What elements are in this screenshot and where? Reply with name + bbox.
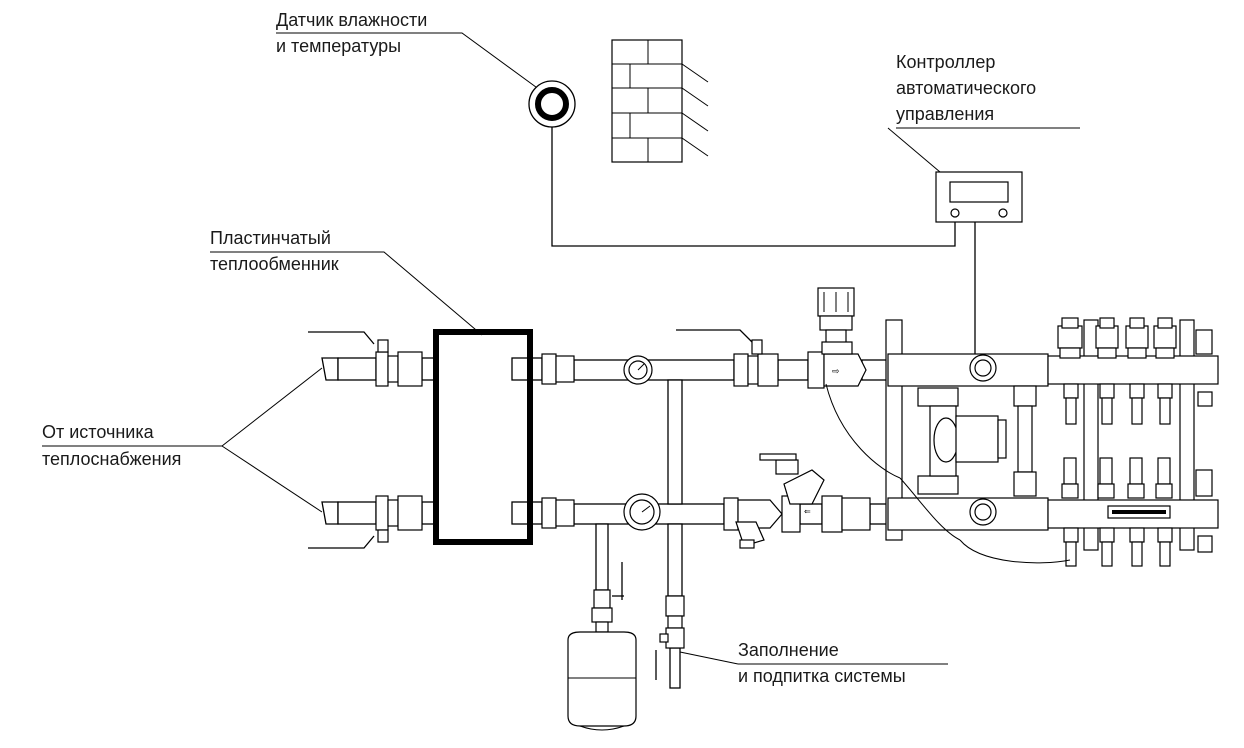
union-secondary-supply-icon [541, 353, 575, 385]
heat-exchanger-label-line1: Пластинчатый [210, 228, 331, 248]
controller-label-line2: автоматического [896, 78, 1036, 98]
strainer-valve-icon [723, 497, 783, 549]
capillary-sensor-line-2 [899, 477, 961, 541]
manifold-actuators [1057, 317, 1177, 359]
heat-exchanger-label-line2: теплообменник [210, 254, 339, 274]
thermometer-supply-icon [623, 355, 653, 385]
balancing-valve-icon: ⇐ [759, 453, 871, 533]
expansion-tank-icon [567, 562, 637, 731]
thermostatic-actuator-icon [817, 287, 855, 345]
filling-valve-icon [655, 595, 685, 680]
sensor-label: Датчик влажности и температуры [276, 10, 427, 56]
source-label-line2: теплоснабжения [42, 449, 181, 469]
three-way-valve-icon: ⇨ [807, 341, 867, 389]
ball-valve-source-return-icon [308, 495, 423, 549]
svg-text:⇨: ⇨ [832, 366, 840, 376]
controller-label-line1: Контроллер [896, 52, 995, 72]
pressure-gauge-return-icon [623, 493, 661, 531]
plate-heat-exchanger [433, 329, 533, 545]
humidity-temperature-sensor-icon [528, 80, 576, 128]
svg-text:⇐: ⇐ [804, 507, 811, 516]
union-secondary-return-icon [541, 497, 575, 529]
mixing-unit-icon [885, 317, 1219, 567]
brick-wall-icon [611, 39, 709, 163]
filling-label-line1: Заполнение [738, 640, 839, 660]
controller-label-line3: управления [896, 104, 994, 124]
sensor-cable [551, 127, 956, 247]
leader-lines [42, 32, 1080, 665]
controller-label: Контроллер автоматического управления [896, 52, 1036, 124]
controller-unit-icon [935, 171, 1023, 223]
capillary-sensor-line [825, 383, 1071, 564]
ball-valve-source-supply-icon [308, 331, 423, 387]
heat-exchanger-label: Пластинчатый теплообменник [210, 228, 339, 274]
ball-valve-secondary-supply-icon [676, 329, 779, 387]
filling-label: Заполнение и подпитка системы [738, 640, 906, 686]
source-label-line1: От источника [42, 422, 155, 442]
filling-label-line2: и подпитка системы [738, 666, 906, 686]
source-label: От источника теплоснабжения [42, 422, 181, 469]
sensor-label-line2: и температуры [276, 36, 401, 56]
sensor-label-line1: Датчик влажности [276, 10, 427, 30]
